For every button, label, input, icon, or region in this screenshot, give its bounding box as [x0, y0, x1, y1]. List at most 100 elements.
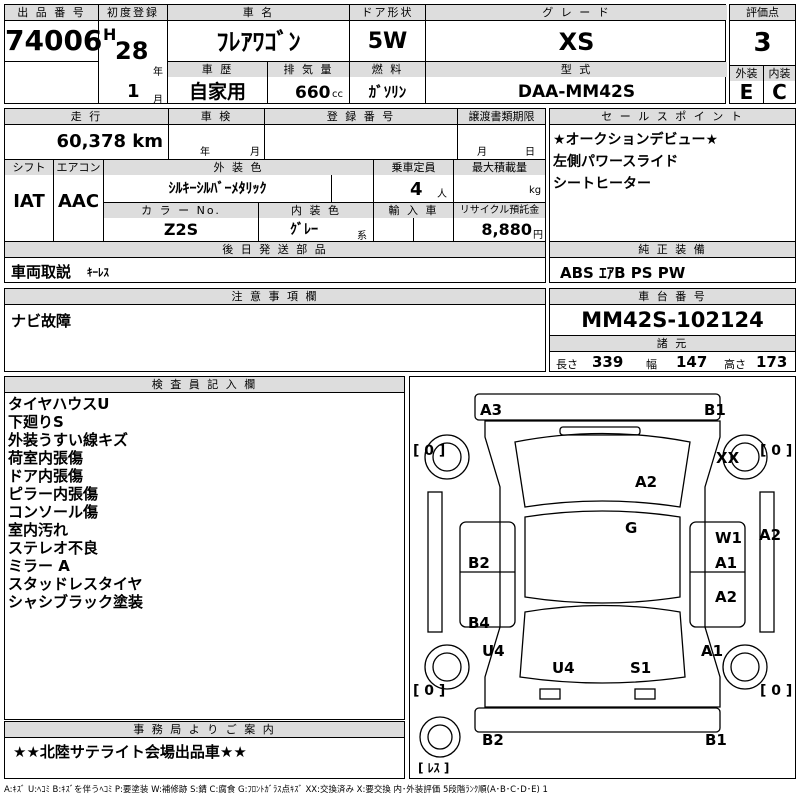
reg-month: 1 [127, 81, 140, 102]
month-unit: 月 [153, 95, 163, 106]
history-label: 車 歴 [168, 62, 267, 77]
inspector-line-2: 下廻りS [8, 413, 64, 431]
length-value: 339 [592, 353, 624, 371]
exterior-label: 外装 [730, 66, 763, 81]
mark-right-rear-fender: A1 [701, 642, 724, 660]
mark-right-front-door: A1 [715, 554, 738, 572]
history: 自家用 [188, 81, 246, 103]
office-block: 事 務 局 よ り ご 案 内 ★★北陸サテライト会場出品車★★ [4, 721, 405, 779]
legend: A:ｷｽﾞ U:ﾍｺﾐ B:ｷｽﾞを伴うﾍｺﾐ P:要塗装 W:補修跡 S:錆 … [4, 785, 548, 795]
load-label: 最大積載量 [454, 160, 545, 175]
mark-front-right: B1 [704, 401, 726, 419]
ac-label: エアコン [54, 160, 103, 175]
mileage: 60,378 km [56, 131, 163, 152]
color-label: 外 装 色 [104, 160, 373, 175]
spec-block: 走 行 60,378 km 車 検 年 月 登 録 番 号 譲渡書類期限 月 日… [4, 108, 546, 242]
load-unit: kg [529, 185, 542, 196]
lot-label: 出 品 番 号 [5, 5, 98, 20]
height-label: 高さ [724, 358, 746, 371]
mark-hood: A2 [635, 473, 658, 491]
lot-number: 74006 [5, 24, 103, 57]
int-color-unit: 系 [357, 231, 367, 242]
later-parts-main: 車両取説 [11, 263, 72, 281]
header-block: 出 品 番 号 74006 初度登録 H 28 年 1 月 車 名 ﾌﾚｱﾜｺﾞ… [4, 4, 727, 106]
inspection-label: 車 検 [169, 109, 264, 124]
damage-diagram: A3 B1 XX A2 G W1 A2 A1 B2 A2 B4 U4 A1 U4… [409, 376, 796, 779]
score: 3 [753, 28, 772, 58]
height-value: 173 [756, 353, 788, 371]
shift: IAT [13, 191, 45, 212]
spare-tire-label: [ ﾚｽ ] [418, 761, 450, 775]
inspection-month-unit: 月 [250, 147, 260, 158]
inspector-block: 検 査 員 記 入 欄 タイヤハウスU 下廻りS 外装うすい線キズ 荷室内張傷 … [4, 376, 405, 720]
exterior-grade: E [739, 80, 754, 104]
car-name-label: 車 名 [168, 5, 349, 20]
notes-title: 注 意 事 項 欄 [5, 289, 545, 305]
mark-left-rear-door: B4 [468, 614, 490, 632]
dims-title: 諸 元 [550, 336, 795, 352]
score-label: 評価点 [730, 5, 795, 20]
displacement-label: 排 気 量 [268, 62, 349, 77]
int-color: ｸﾞﾚｰ [290, 222, 318, 238]
fuel-label: 燃 料 [350, 62, 425, 77]
mark-windshield: G [625, 519, 638, 537]
score-block: 評価点 3 外装 内装 E C [729, 4, 796, 104]
tire-rear-left: [ 0 ] [413, 683, 446, 699]
inspector-line-5: ドア内張傷 [8, 467, 84, 485]
recycle-unit: 円 [533, 230, 543, 241]
mileage-label: 走 行 [5, 109, 168, 124]
tire-rear-right: [ 0 ] [760, 683, 793, 699]
fuel: ｶﾞｿﾘﾝ [368, 83, 407, 101]
transfer-day-unit: 日 [525, 147, 535, 158]
recycle-label: リサイクル預託金 [454, 203, 545, 218]
capacity: 4 [410, 179, 423, 200]
office-value: ★★北陸サテライト会場出品車★★ [13, 743, 247, 761]
length-label: 長さ [556, 358, 578, 371]
inspector-line-3: 外装うすい線キズ [8, 431, 129, 449]
notes-value: ナビ故障 [11, 312, 72, 330]
mark-rear-left: U4 [552, 659, 575, 677]
sales-point-3: シートヒーター [553, 176, 651, 192]
office-title: 事 務 局 よ り ご 案 内 [5, 722, 404, 738]
chassis-block: 車 台 番 号 MM42S-102124 諸 元 長さ 339 幅 147 高さ… [549, 288, 796, 372]
mark-rear-bumper-right: B1 [705, 731, 727, 749]
ac: AAC [57, 191, 100, 212]
door-label: ドア形状 [350, 5, 425, 20]
equipment-block: 純 正 装 備 ABS ｴｱB PS PW [549, 241, 796, 283]
tire-front-left: [ 0 ] [413, 443, 446, 459]
reg-year: 28 [115, 37, 149, 65]
displacement: 660 [295, 83, 331, 103]
interior-grade: C [772, 80, 787, 104]
displacement-unit: cc [332, 89, 343, 100]
import-label: 輸 入 車 [374, 203, 453, 218]
color-no-label: カ ラ ー No. [104, 203, 258, 218]
inspector-line-12: シャシブラック塗装 [8, 593, 144, 611]
door-type: 5W [367, 29, 408, 54]
shift-label: シフト [5, 160, 53, 175]
transfer-label: 譲渡書類期限 [458, 109, 545, 124]
grade: XS [558, 28, 595, 56]
model-label: 型 式 [426, 62, 727, 77]
car-body-diagram [419, 393, 775, 758]
width-value: 147 [676, 353, 708, 371]
notes-block: 注 意 事 項 欄 ナビ故障 [4, 288, 546, 372]
color-no: Z2S [163, 220, 199, 239]
capacity-unit: 人 [437, 189, 447, 200]
inspector-line-9: ステレオ不良 [8, 539, 99, 557]
grade-label: グ レ ー ド [426, 5, 727, 20]
car-name: ﾌﾚｱﾜｺﾞﾝ [216, 28, 301, 56]
chassis-number: MM42S-102124 [581, 308, 764, 332]
sales-point-2: 左側パワースライド [553, 154, 679, 170]
width-label: 幅 [646, 358, 657, 371]
capacity-label: 乗車定員 [374, 160, 453, 175]
sales-point-1: ★オークションデビュー★ [553, 132, 719, 148]
later-parts-title: 後 日 発 送 部 品 [5, 242, 545, 258]
int-color-label: 内 装 色 [259, 203, 373, 218]
equipment-value: ABS ｴｱB PS PW [560, 264, 686, 282]
inspector-line-7: コンソール傷 [8, 503, 99, 521]
mark-rear-bumper-left: B2 [482, 731, 504, 749]
mark-left-front-door: B2 [468, 554, 490, 572]
sales-points-block: セ ー ル ス ポ イ ン ト ★オークションデビュー★ 左側パワースライド シ… [549, 108, 796, 242]
mark-right-front-fender: XX [716, 449, 740, 467]
later-parts-block: 後 日 発 送 部 品 車両取説 ｷｰﾚｽ [4, 241, 546, 283]
